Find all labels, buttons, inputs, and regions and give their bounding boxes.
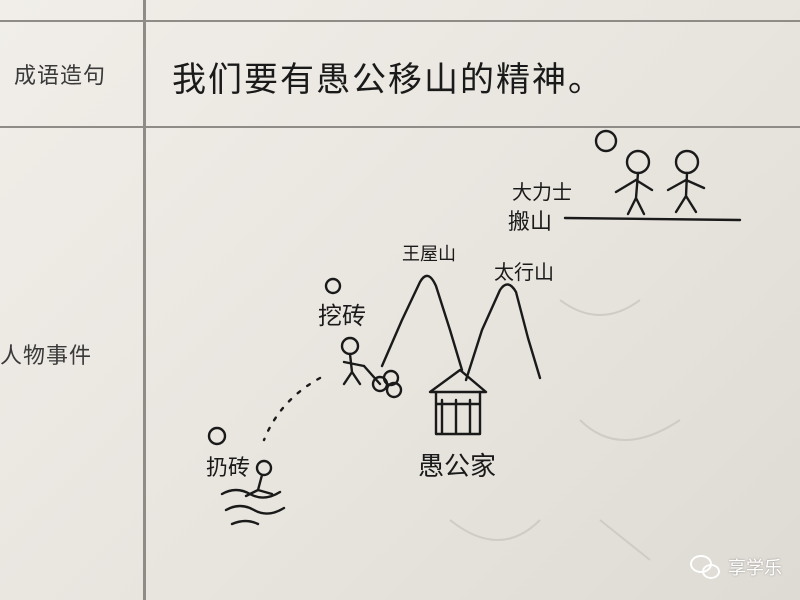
note2-text: 扔砖 [206,456,251,481]
row-label-characters-events: 人物事件 [0,344,93,369]
strongman-figure-left [614,149,654,216]
note2-circle [207,426,227,446]
rocks-pile [371,369,403,399]
watermark: 享学乐 [690,554,782,580]
mountain-wangwu [380,274,464,372]
table-row-divider [0,126,800,128]
note3-line2: 搬山 [508,210,553,235]
house-label: 愚公家 [418,452,497,482]
bleedthrough-marks [449,299,681,561]
digger-figure [340,336,382,386]
strongman-figure-right [666,149,706,214]
row-label-idiom-sentence: 成语造句 [14,64,107,89]
mountain-taihang-label: 太行山 [494,260,554,284]
mountain-taihang [464,283,542,382]
house-drawing [428,368,488,436]
note3-line1: 大力士 [512,180,572,204]
note1-text: 挖砖 [318,302,366,330]
note1-circle [324,277,342,295]
thrower-figure [244,459,274,498]
water-waves [220,488,286,526]
table-vertical-rule [143,0,146,600]
watermark-text: 享学乐 [728,558,782,579]
handwritten-sentence: 我们要有愚公移山的精神。 [172,60,604,100]
ground-line [563,216,742,222]
table-top-rule [0,20,800,22]
mountain-wangwu-label: 王屋山 [402,244,456,265]
throw-trajectory [262,376,322,442]
note3-circle [594,129,618,153]
wechat-icon [690,555,720,579]
